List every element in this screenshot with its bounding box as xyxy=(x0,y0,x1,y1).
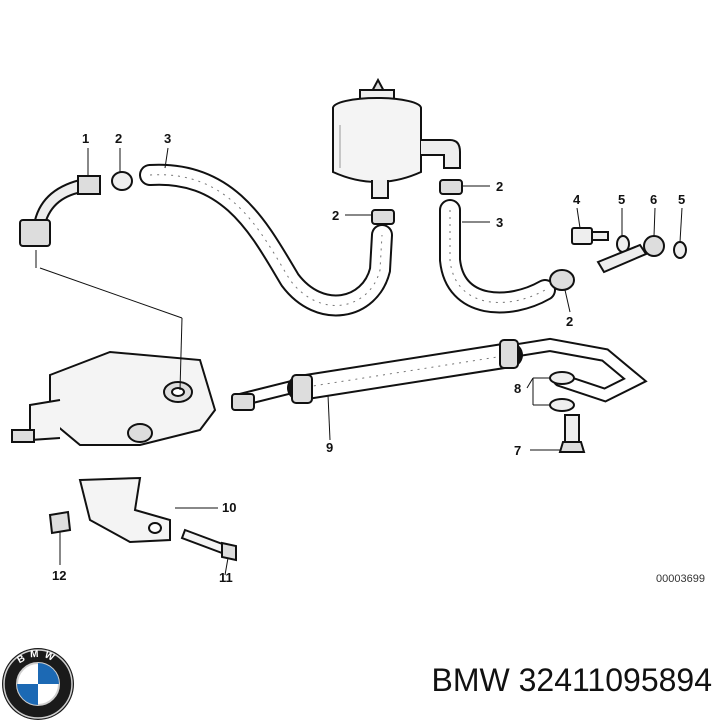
callout-2: 2 xyxy=(332,208,339,223)
callout-10: 10 xyxy=(222,500,236,515)
callout-11: 11 xyxy=(219,570,233,585)
callout-6: 6 xyxy=(650,192,657,207)
callout-2: 2 xyxy=(496,179,503,194)
callout-8: 8 xyxy=(514,381,521,396)
callout-9: 9 xyxy=(326,440,333,455)
steering-gear xyxy=(11,350,217,446)
hose-left xyxy=(139,163,393,317)
pressure-line xyxy=(231,337,648,411)
callout-2: 2 xyxy=(566,314,573,329)
diagram-code: 00003699 xyxy=(656,573,705,585)
callout-5: 5 xyxy=(618,192,625,207)
callouts: 1 2 3 2 2 3 4 5 6 5 2 8 9 7 10 11 12 000… xyxy=(52,131,705,585)
callout-3: 3 xyxy=(496,215,503,230)
banjo-fitting xyxy=(571,227,687,274)
bmw-logo: BMW xyxy=(2,648,74,720)
reservoir xyxy=(332,77,461,199)
callout-7: 7 xyxy=(514,443,521,458)
mounting-bracket xyxy=(48,476,237,562)
callout-3: 3 xyxy=(164,131,171,146)
callout-5: 5 xyxy=(678,192,685,207)
hose-right xyxy=(439,199,556,314)
callout-12: 12 xyxy=(52,568,66,583)
part-number-label: BMW 32411095894 xyxy=(431,662,712,698)
callout-2: 2 xyxy=(115,131,122,146)
banjo-bolt xyxy=(549,371,586,453)
hose-clamps xyxy=(371,179,575,291)
callout-4: 4 xyxy=(573,192,581,207)
elbow-pipe xyxy=(19,171,133,247)
callout-1: 1 xyxy=(82,131,89,146)
